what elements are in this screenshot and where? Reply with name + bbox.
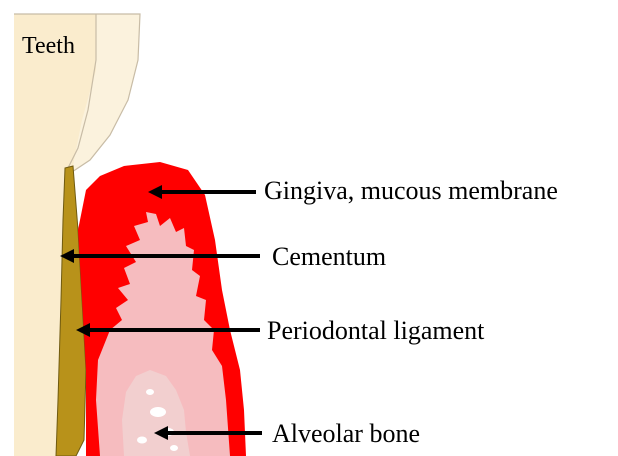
label-teeth: Teeth [22,33,75,59]
label-cementum: Cementum [272,242,386,271]
label-alveolar-bone: Alveolar bone [272,419,420,448]
label-gingiva: Gingiva, mucous membrane [264,176,558,205]
label-periodontal-ligament: Periodontal ligament [267,316,485,345]
